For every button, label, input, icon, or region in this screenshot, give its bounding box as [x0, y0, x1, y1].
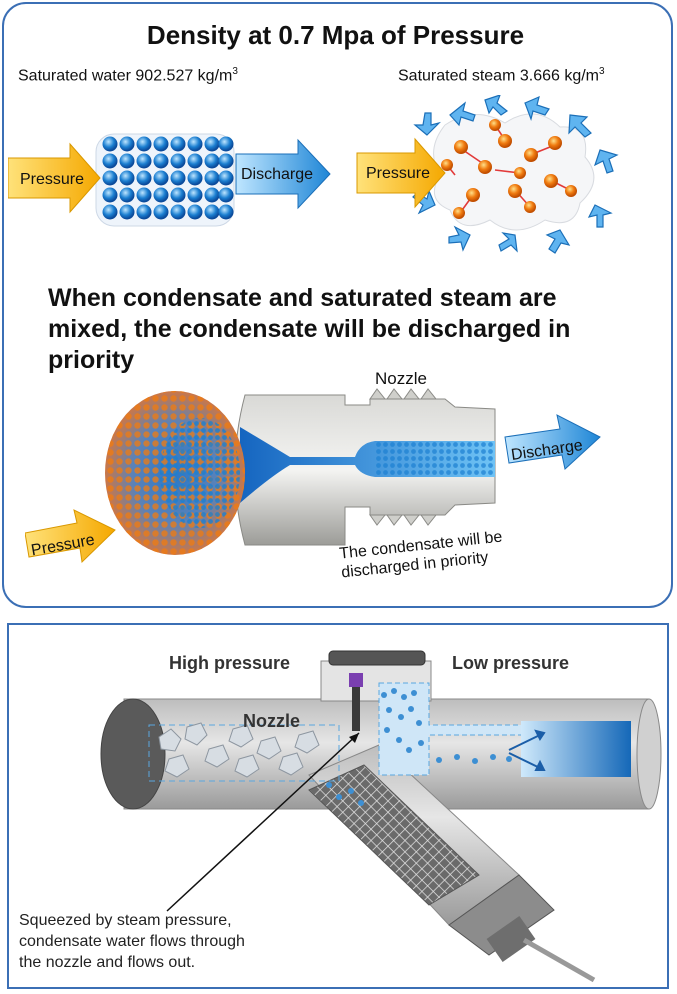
nozzle-label: Nozzle: [375, 369, 427, 389]
page-title: Density at 0.7 Mpa of Pressure: [0, 20, 671, 51]
trap-caption-line-2: condensate water flows through: [19, 931, 245, 952]
trap-caption: Squeezed by steam pressure, condensate w…: [19, 910, 245, 973]
steam-pressure-label: Pressure: [366, 165, 430, 183]
low-pressure-label: Low pressure: [452, 653, 569, 674]
discharge-label: Discharge: [241, 166, 313, 184]
steam-trap-panel: High pressure Low pressure Nozzle Squeez…: [7, 623, 669, 989]
trap-caption-line-1: Squeezed by steam pressure,: [19, 910, 245, 931]
saturated-steam-label: Saturated steam 3.666 kg/m3: [398, 66, 605, 85]
nozzle-cross-section: [25, 385, 625, 585]
high-pressure-label: High pressure: [169, 653, 290, 674]
trap-caption-line-3: the nozzle and flows out.: [19, 952, 245, 973]
saturated-water-label: Saturated water 902.527 kg/m3: [18, 66, 238, 85]
bottom-nozzle-label: Nozzle: [243, 711, 300, 732]
priority-heading: When condensate and saturated steam are …: [48, 283, 638, 376]
pressure-label: Pressure: [20, 171, 84, 189]
